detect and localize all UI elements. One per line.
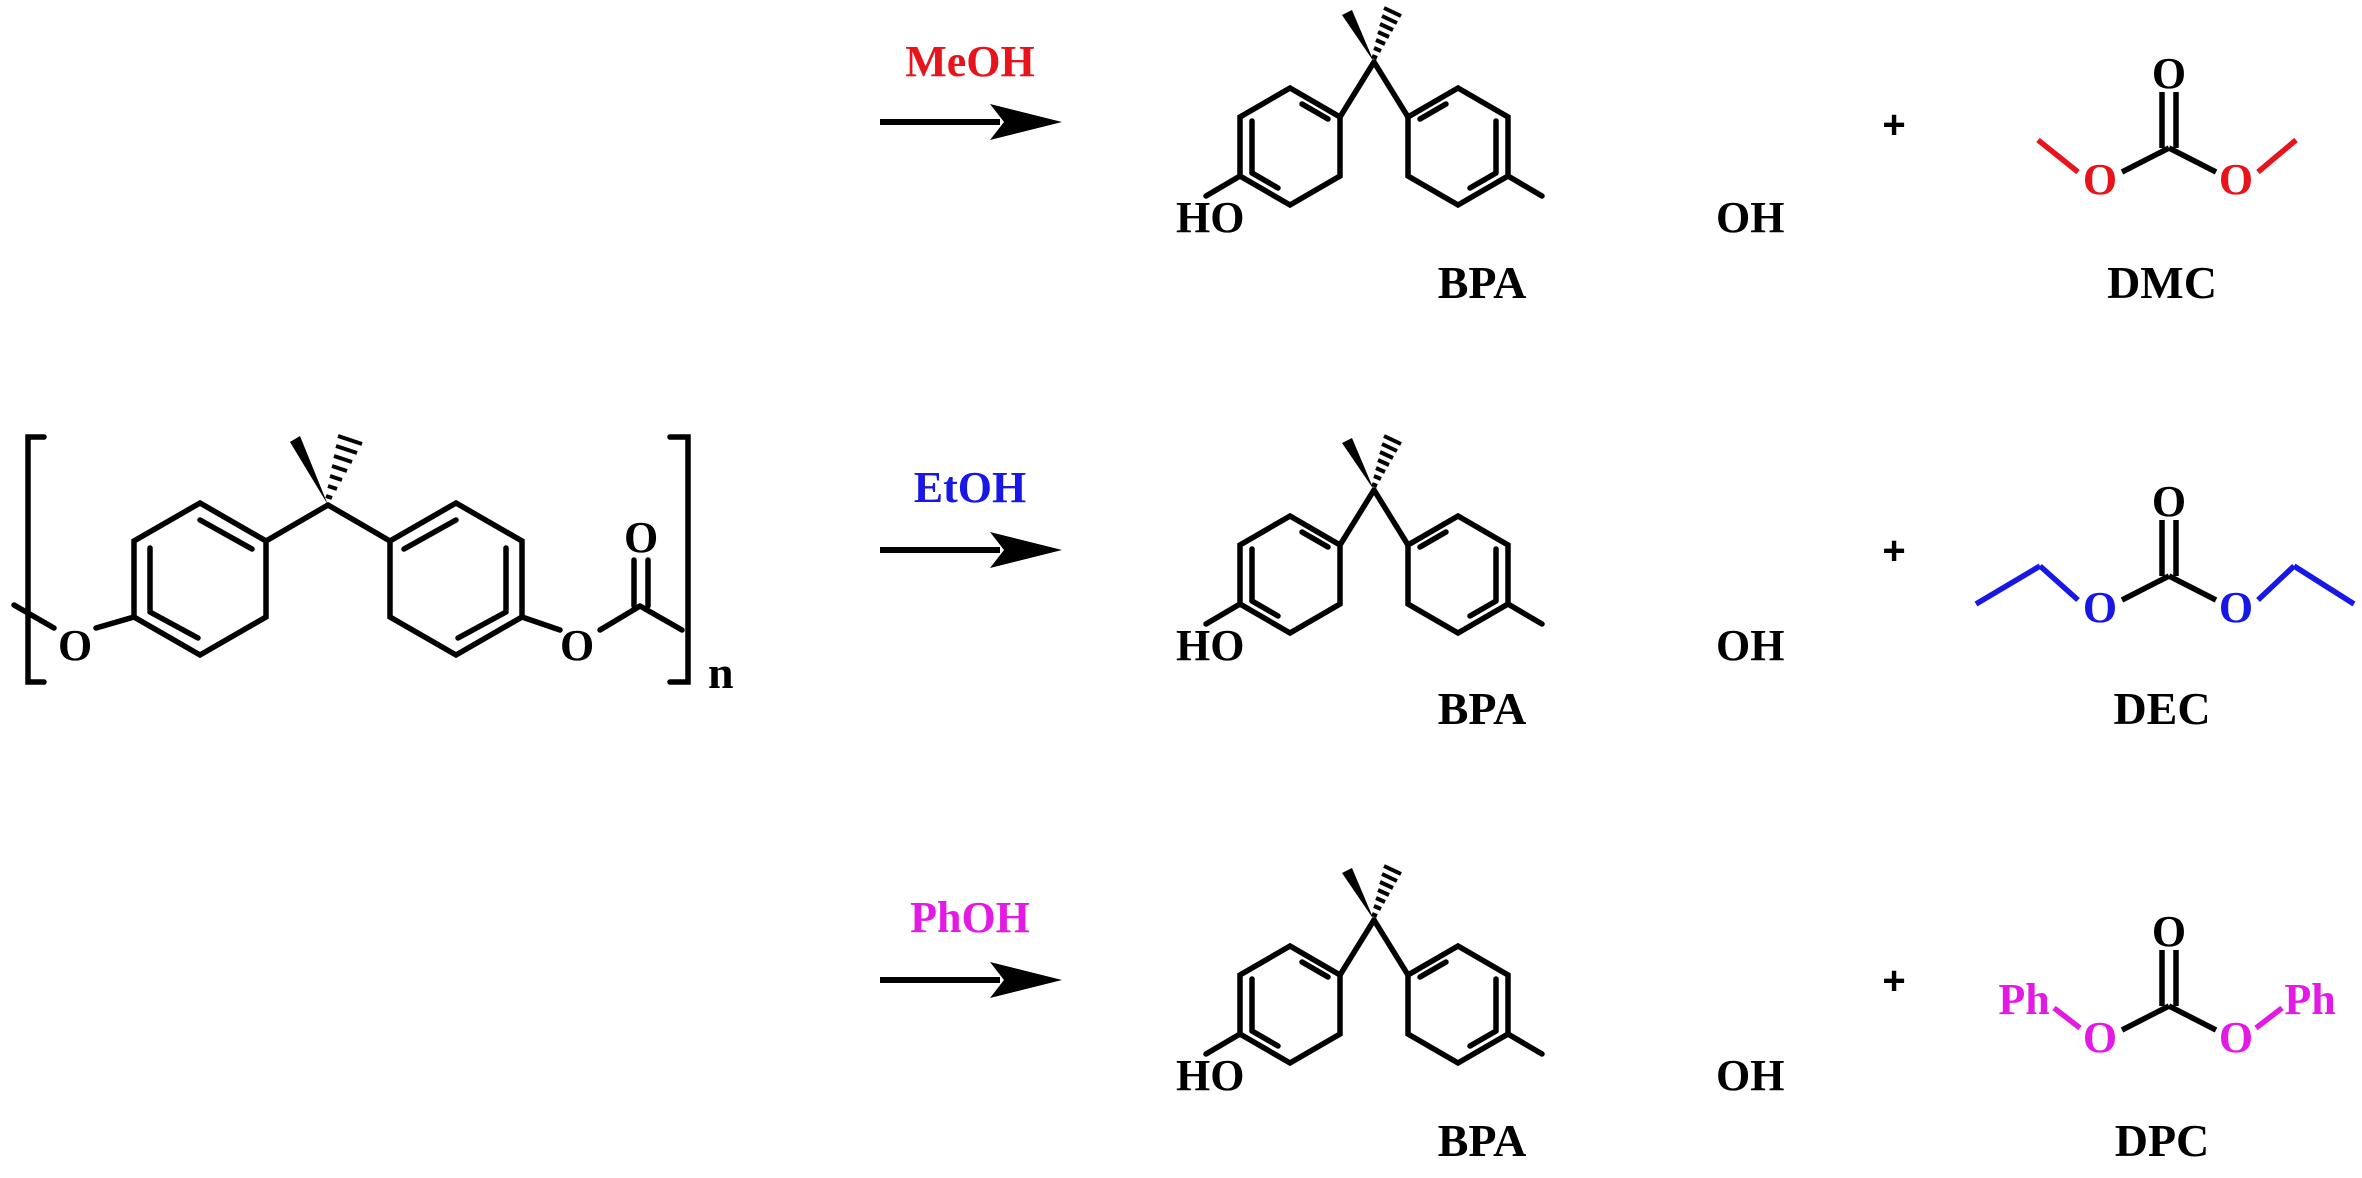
reagent-phoh: PhOH: [910, 893, 1030, 942]
dec-label: DEC: [2113, 683, 2210, 734]
hydroxyl-left: HO: [1176, 621, 1244, 670]
bpa-label: BPA: [1438, 257, 1527, 308]
carbonyl-oxygen: O: [2152, 49, 2186, 98]
reaction-row-etoh: EtOH HO OH BPA + O O O DEC: [880, 436, 2356, 734]
polymer-carbonyl-oxygen: O: [624, 513, 658, 562]
bisphenol-a-structure: [1203, 8, 1545, 205]
dec-structure: [1974, 520, 2356, 607]
ester-oxygen-left: O: [2083, 583, 2117, 632]
bpa-label: BPA: [1438, 1115, 1527, 1166]
ester-oxygen-left: O: [2083, 155, 2117, 204]
hydroxyl-left: HO: [1176, 1051, 1244, 1100]
reaction-arrow: [880, 962, 1062, 998]
ester-oxygen-left: O: [2083, 1013, 2117, 1062]
hydroxyl-right: OH: [1716, 621, 1784, 670]
dmc-label: DMC: [2107, 257, 2217, 308]
carbonyl-oxygen: O: [2152, 477, 2186, 526]
repeat-unit-subscript: n: [708, 647, 734, 698]
bpa-label: BPA: [1438, 683, 1527, 734]
plus-sign: +: [1882, 529, 1905, 573]
dpc-label: DPC: [2115, 1115, 2210, 1166]
reaction-arrow: [880, 532, 1062, 568]
bisphenol-a-structure: [1203, 866, 1545, 1063]
plus-sign: +: [1882, 103, 1905, 147]
ester-oxygen-right: O: [2219, 1013, 2253, 1062]
hydroxyl-right: OH: [1716, 193, 1784, 242]
right-bracket: [667, 434, 691, 685]
dmc-structure: [2036, 92, 2298, 175]
left-bracket: [25, 434, 47, 685]
dpc-structure: [2052, 950, 2284, 1033]
ester-oxygen-right: O: [2219, 583, 2253, 632]
hydroxyl-right: OH: [1716, 1051, 1784, 1100]
phenyl-right: Ph: [2284, 975, 2335, 1024]
reaction-row-phoh: PhOH HO OH BPA + O O O Ph Ph DPC: [880, 866, 2336, 1166]
plus-sign: +: [1882, 959, 1905, 1003]
ester-oxygen-right: O: [2219, 155, 2253, 204]
reagent-etoh: EtOH: [914, 463, 1026, 512]
reaction-row-meoh: MeOH HO OH BPA + O O O DMC: [880, 8, 2298, 308]
bisphenol-a-structure: [1203, 436, 1545, 633]
polycarbonate-structure: O O O n: [11, 434, 734, 698]
reaction-arrow: [880, 104, 1062, 140]
phenyl-left: Ph: [1998, 975, 2049, 1024]
hydroxyl-left: HO: [1176, 193, 1244, 242]
carbonyl-oxygen: O: [2152, 907, 2186, 956]
reagent-meoh: MeOH: [905, 37, 1035, 86]
polymer-oxygen-right: O: [560, 621, 594, 670]
polymer-oxygen-left: O: [58, 621, 92, 670]
